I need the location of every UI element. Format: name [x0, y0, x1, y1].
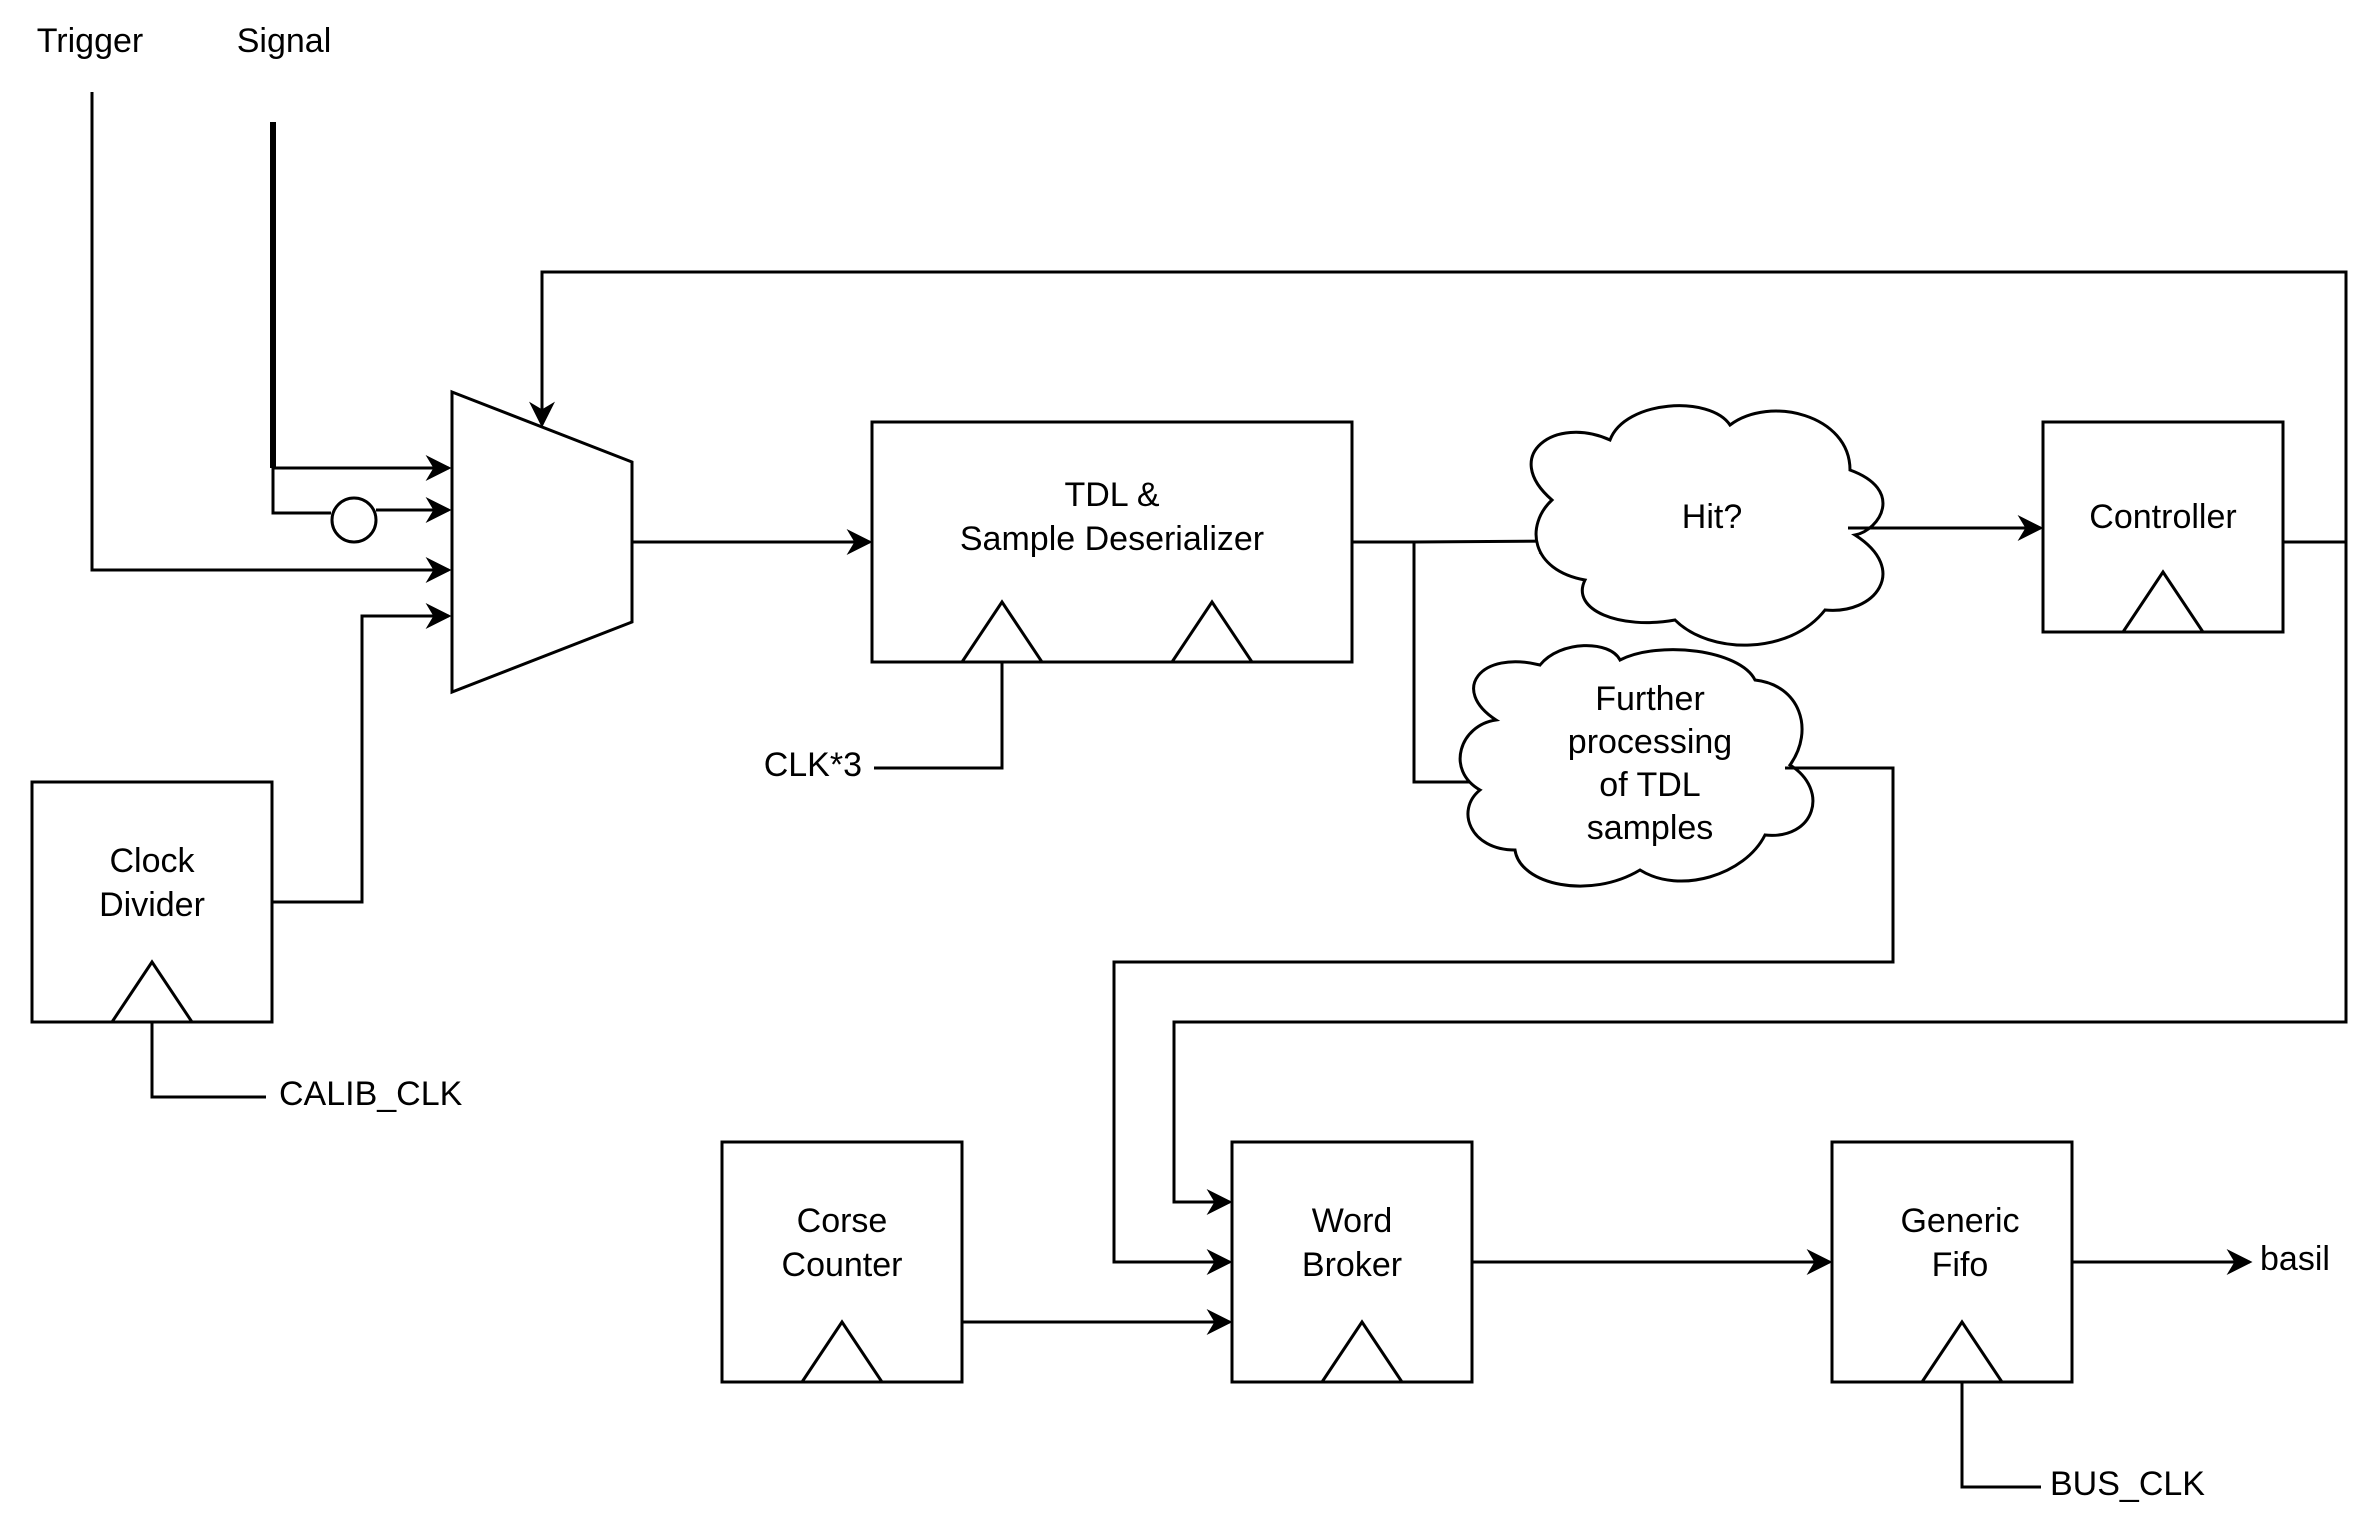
corse-counter-line1: Corse	[797, 1202, 888, 1240]
multiplexer	[450, 389, 634, 695]
controller-out-wire	[1172, 540, 2348, 1215]
clk3-wire	[874, 662, 1004, 770]
generic-fifo-line1: Generic	[1900, 1202, 2019, 1240]
further-label-line1: Further	[1595, 680, 1705, 718]
word-broker-line1: Word	[1312, 1202, 1393, 1240]
inverter-bubble	[330, 496, 378, 544]
further-label-line3: of TDL	[1599, 766, 1700, 804]
further-to-broker-wire	[1112, 766, 1895, 1275]
controller-clock-input	[2120, 569, 2206, 634]
hit-label: Hit?	[1682, 498, 1742, 536]
further-label-line4: samples	[1587, 809, 1714, 847]
feedback-wire	[529, 270, 2348, 542]
tdl-title-line1: TDL &	[1064, 476, 1159, 514]
word-broker-line2: Broker	[1302, 1246, 1402, 1284]
basil-label: basil	[2260, 1240, 2330, 1278]
clock-divider-line2: Divider	[99, 886, 205, 924]
tdl-to-hit-wire	[1352, 528, 1565, 555]
signal-inverted-wire	[271, 468, 331, 515]
bus-clk-label: BUS_CLK	[2050, 1465, 2205, 1503]
clock-divider-line1: Clock	[109, 842, 195, 880]
calib-clk-label: CALIB_CLK	[279, 1075, 463, 1113]
calib-clk-wire	[150, 1022, 266, 1099]
further-processing-cloud	[1458, 644, 1815, 888]
clock-divider-out-wire	[272, 603, 452, 904]
signal-label: Signal	[237, 22, 332, 60]
corse-counter-line2: Counter	[782, 1246, 903, 1284]
tdl-block	[870, 420, 1354, 664]
tdl-title-line2: Sample Deserializer	[960, 520, 1264, 558]
trigger-wire	[90, 92, 452, 583]
hit-cloud	[1529, 404, 1885, 647]
controller-label: Controller	[2089, 498, 2236, 536]
trigger-label: Trigger	[37, 22, 143, 60]
further-label-line2: processing	[1568, 723, 1732, 761]
bus-clk-wire	[1960, 1382, 2041, 1489]
generic-fifo-line2: Fifo	[1932, 1246, 1989, 1284]
tdl-clock-input-2	[1169, 599, 1255, 664]
clk3-label: CLK*3	[764, 746, 862, 784]
corse-counter-clock-input	[799, 1319, 885, 1384]
word-broker-clock-input	[1319, 1319, 1405, 1384]
